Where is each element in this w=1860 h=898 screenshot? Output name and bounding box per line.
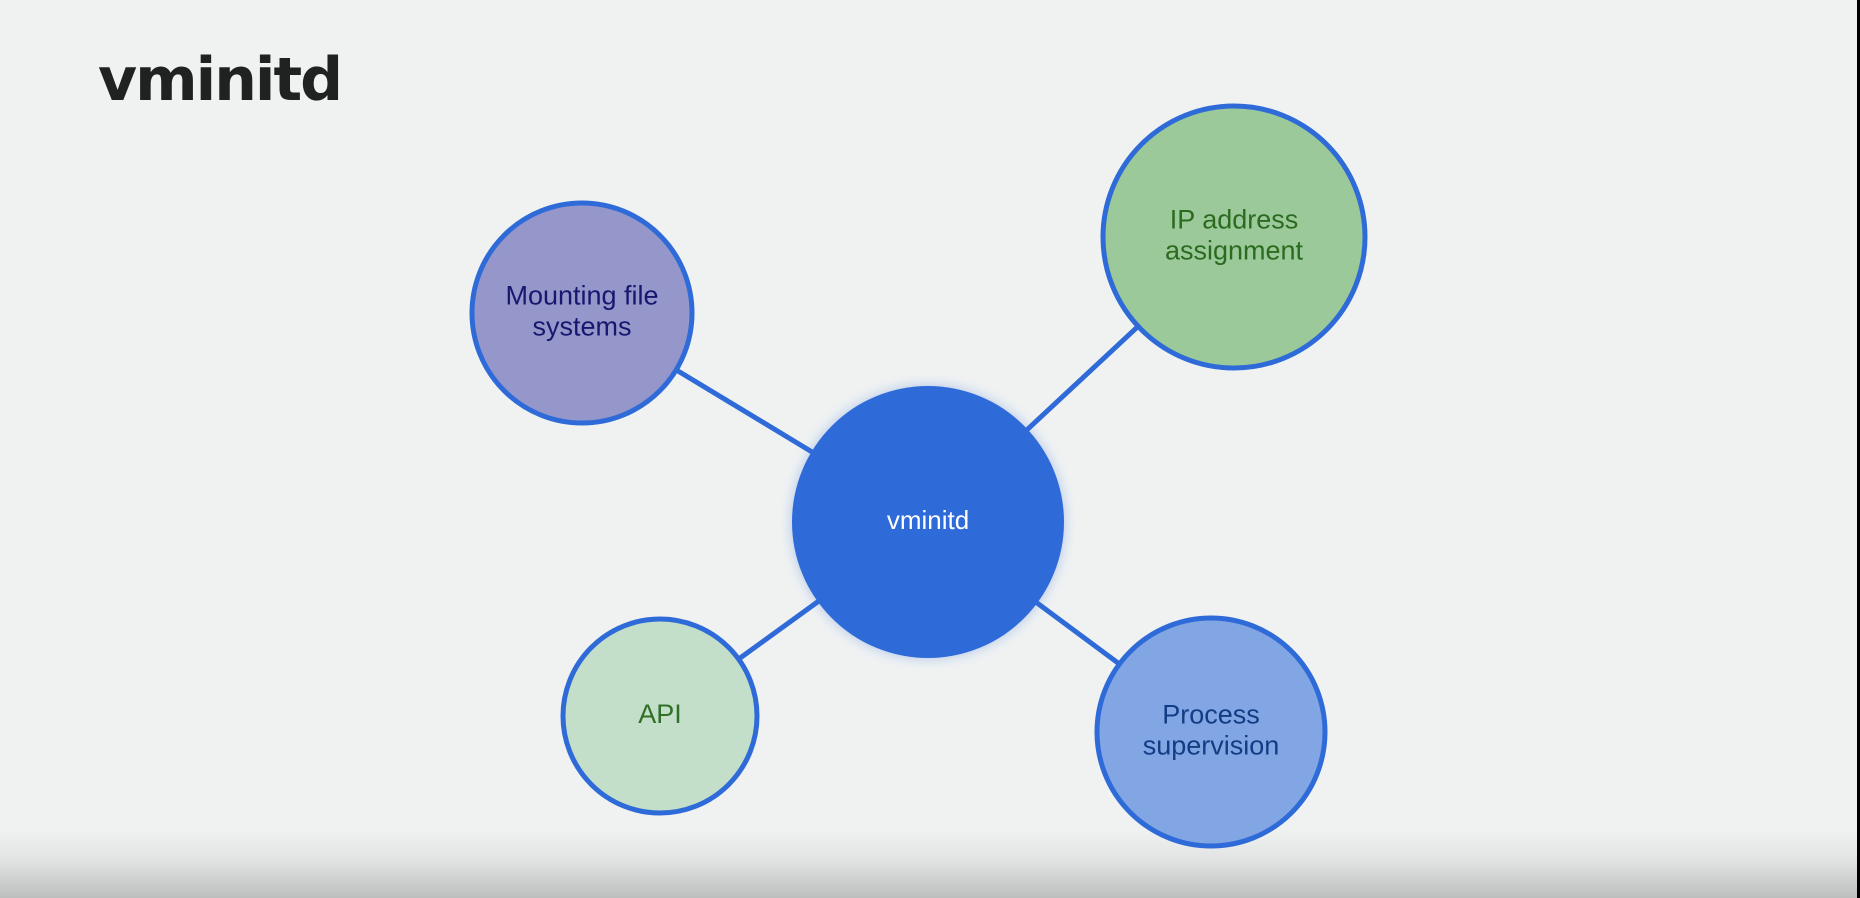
edges	[673, 323, 1142, 668]
slide-title: vminitd	[98, 45, 343, 115]
api-label-line: API	[638, 699, 682, 729]
connector-mounting	[673, 366, 815, 455]
ip-label-line: assignment	[1165, 236, 1304, 266]
node-api: API	[560, 616, 760, 816]
screen-edge	[1857, 0, 1860, 898]
process-label-line: supervision	[1143, 731, 1280, 761]
mounting-label-line: Mounting file	[505, 281, 658, 311]
ip-label-line: IP address	[1170, 205, 1299, 235]
circle-process	[1094, 615, 1328, 849]
circle-api	[560, 616, 760, 816]
circle-ip	[1100, 103, 1368, 371]
process-label-line: Process	[1162, 700, 1260, 730]
hub-label-line: vminitd	[887, 505, 969, 535]
connector-api	[735, 598, 821, 663]
mounting-label-line: systems	[532, 312, 631, 342]
connector-process	[1034, 599, 1123, 668]
connector-ip	[1024, 323, 1142, 433]
circle-mounting	[469, 200, 695, 426]
hub-node: vminitd	[792, 386, 1064, 658]
hub-circle	[792, 386, 1064, 658]
